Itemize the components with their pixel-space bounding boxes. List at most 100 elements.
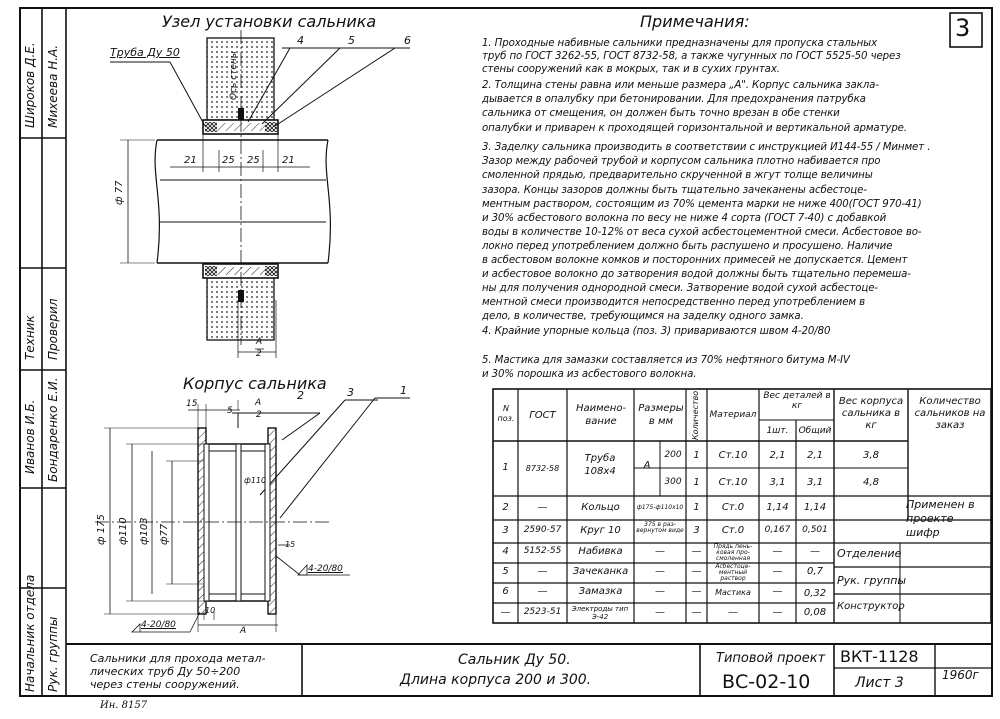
row-table-r2-mat: Ст.10: [718, 477, 748, 488]
sign-department: Отделение: [837, 547, 902, 560]
th-name: Наимено-вание: [575, 403, 627, 427]
cell-name-1: Труба 108х4: [584, 453, 616, 477]
housing-weld-left: 4-20/80: [141, 620, 176, 630]
note-line: воды в количестве 10-12% от веса сухой а…: [482, 227, 922, 238]
cell-mat-2: Ст.0: [721, 502, 745, 513]
row-table-r2-size2: 300: [664, 477, 682, 487]
cell-gost-6: —: [537, 586, 548, 597]
cell-total-3: 0,501: [802, 525, 828, 535]
row-table-r2-unit: 3,1: [769, 477, 786, 488]
strip-role-4: Техник: [23, 315, 37, 360]
cell-unit-6: —: [772, 586, 783, 597]
cell-pos-5: 5: [502, 566, 509, 577]
sheet-number: Лист 3: [855, 675, 904, 691]
cell-unit-4: —: [772, 546, 783, 557]
note-line: дывается в опалубку при бетонировании. Д…: [482, 94, 866, 105]
cell-qty-7: —: [691, 607, 702, 618]
dim-21a: 21: [184, 155, 197, 166]
cell-total-4: —: [810, 546, 820, 557]
cell-pos-2: 2: [502, 502, 509, 513]
cell-pos-1: 1: [502, 462, 509, 473]
housing-weld-right: 4-20/80: [308, 564, 343, 574]
note-line: 5. Мастика для замазки составляется из 7…: [482, 355, 850, 366]
note-line: 3. Заделку сальника производить в соотве…: [482, 142, 931, 153]
note-line: смоленной прядью, предварительно скручен…: [482, 170, 873, 181]
strip-name-4: Проверил: [46, 298, 60, 360]
th-material: Материал: [709, 410, 757, 420]
wall-axis-label: Ось стены: [229, 51, 239, 100]
row-table-r1-qty: 1: [693, 450, 700, 461]
note-line: 4. Крайние упорные кольца (поз. 3) прива…: [482, 326, 831, 337]
th-gost: ГОСТ: [529, 410, 556, 421]
note-line: и 30% асбестового волокна по весу не ниж…: [482, 213, 887, 224]
footer-number: Ин. 8157: [100, 700, 148, 711]
cell-qty-6: —: [691, 586, 702, 597]
cell-gost-2: —: [537, 502, 548, 513]
cell-pos-6: 6: [502, 586, 509, 597]
sign-group-lead: Рук. группы: [837, 574, 907, 587]
cell-gost-1: 8732-58: [525, 464, 560, 473]
th-pos: N поз.: [497, 404, 515, 423]
callout-5: 5: [348, 34, 355, 47]
cell-unit-5: —: [772, 566, 783, 577]
housing-dim-110-top: ф110: [244, 476, 267, 485]
assembly-title: Узел установки сальника: [162, 12, 377, 31]
cell-gost-3: 2590-57: [523, 525, 562, 535]
housing-title: Корпус сальника: [183, 374, 327, 393]
th-weight: Вес деталей в кг: [763, 391, 831, 411]
page-number: 3: [955, 14, 971, 42]
note-line: зазора. Концы зазоров должны быть тщател…: [482, 185, 867, 196]
row-table-r1-size2: 200: [664, 450, 682, 460]
title-desc-1: Сальники для прохода метал-: [90, 652, 266, 665]
cell-pos-4: 4: [502, 546, 509, 557]
housing-dim-a-bottom: А: [240, 626, 247, 636]
cell-name-4: Набивка: [578, 546, 623, 557]
cell-total-6: 0,32: [803, 588, 827, 599]
housing-dim-175: ф 175: [96, 514, 107, 545]
cell-mat-7: —: [728, 607, 738, 618]
note-line: труб по ГОСТ 3262-55, ГОСТ 8732-58, а та…: [482, 51, 901, 62]
applied-in-project: Применен в проекте шифр: [906, 498, 975, 539]
series-code: ВКТ-1128: [840, 647, 919, 666]
cell-size-7: —: [655, 607, 665, 618]
cell-qty-5: —: [691, 566, 702, 577]
housing-callout-2: 2: [297, 389, 304, 402]
dim-77: ф 77: [114, 180, 125, 205]
housing-dim-103: ф103: [139, 517, 150, 545]
row-table-r1-total: 2,1: [807, 450, 823, 461]
strip-role-3: Иванов И.Б.: [23, 399, 37, 474]
pipe-label: Труба Ду 50: [110, 46, 180, 59]
note-line: и 30% порошка из асбестового волокна.: [482, 369, 697, 380]
cell-mat-6: Мастика: [715, 588, 751, 597]
cell-gost-7: 2523-51: [523, 607, 562, 617]
th-size: Размеры в мм: [638, 403, 684, 427]
sign-designer: Конструктор: [837, 601, 905, 612]
th-unit: 1шт.: [766, 426, 789, 436]
callout-4: 4: [297, 34, 304, 47]
row-table-r2-qty: 1: [693, 477, 700, 488]
note-line: локно перед употреблением должно быть ра…: [482, 241, 893, 252]
typical-project-label: Типовой проект: [716, 651, 826, 666]
strip-role-1: Начальник отдела: [23, 574, 37, 692]
cell-mat-3: Ст.0: [721, 525, 745, 536]
cell-qty-2: 1: [693, 502, 700, 513]
title-main-1: Сальник Ду 50.: [458, 652, 571, 668]
cell-name-2: Кольцо: [581, 502, 620, 513]
cell-unit-2: 1,14: [766, 502, 789, 513]
cell-size-5: —: [655, 566, 665, 577]
note-line: в асбестовом волокне комков и посторонни…: [482, 255, 908, 266]
th-total: Общий: [798, 426, 832, 436]
cell-total-7: 0,08: [803, 607, 827, 618]
cell-mat-5: Асбестоце-ментный раствор: [715, 563, 751, 582]
cell-gost-4: 5152-55: [523, 546, 562, 556]
cell-qty-4: —: [691, 546, 702, 557]
dim-a-assembly: А: [256, 337, 263, 347]
title-main-2: Длина корпуса 200 и 300.: [400, 672, 592, 688]
note-line: стены сооружений как в мокрых, так и в с…: [482, 64, 780, 75]
note-line: опалубки и приварен к проходящей горизон…: [482, 123, 907, 134]
cell-total-5: 0,7: [807, 566, 823, 577]
housing-callout-1: 1: [400, 384, 407, 397]
cell-name-5: Зачеканка: [572, 566, 629, 577]
th-qty: Количество: [691, 390, 700, 440]
